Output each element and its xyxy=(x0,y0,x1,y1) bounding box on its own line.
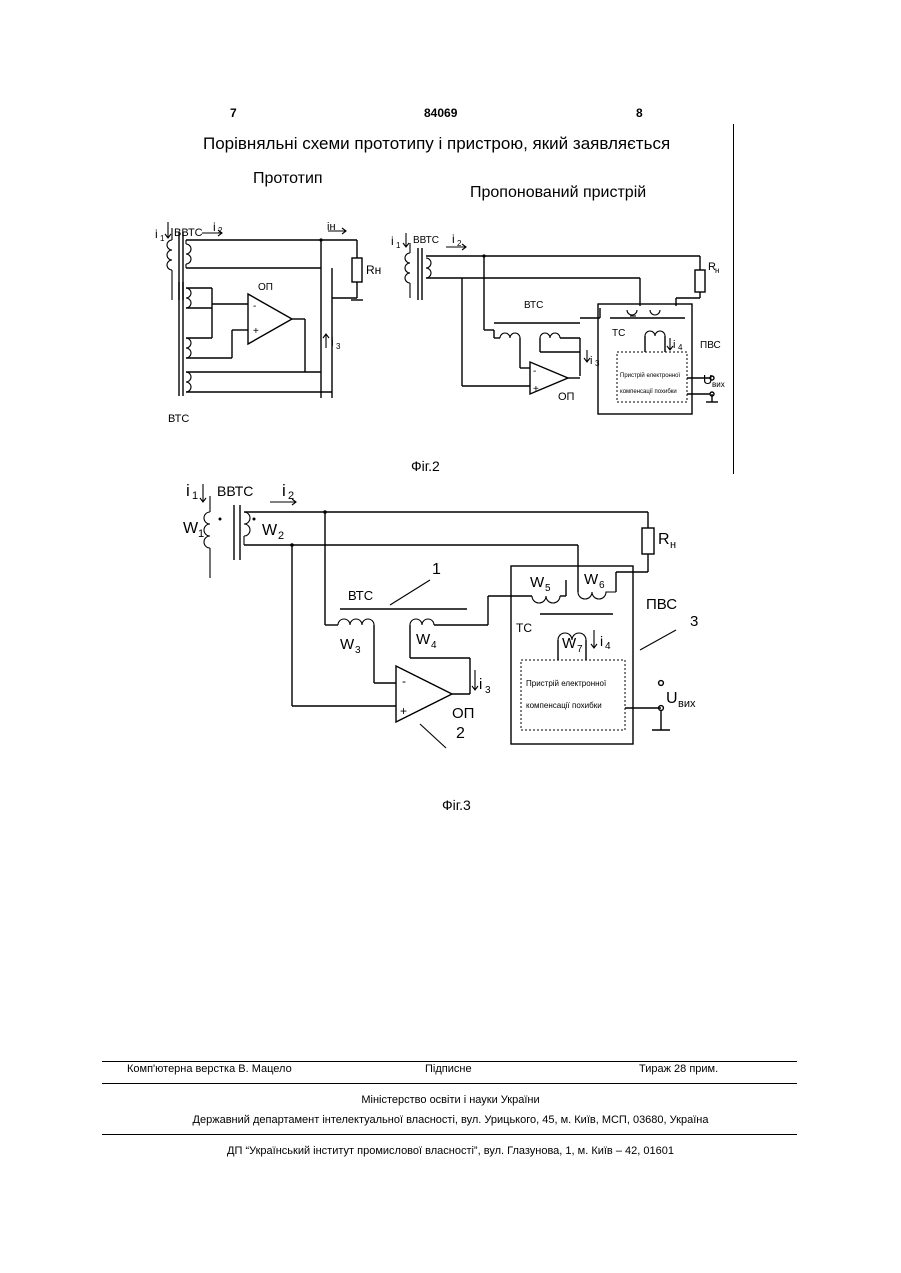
svg-text:1: 1 xyxy=(396,241,401,250)
svg-text:ВТС: ВТС xyxy=(348,588,373,603)
svg-text:1: 1 xyxy=(160,234,165,243)
svg-text:4: 4 xyxy=(431,640,437,651)
svg-text:Пристрій електронної: Пристрій електронної xyxy=(620,372,680,379)
svg-text:W: W xyxy=(584,571,599,588)
svg-text:W: W xyxy=(416,631,431,648)
svg-text:ТС: ТС xyxy=(612,328,625,339)
svg-text:ОП: ОП xyxy=(558,391,575,403)
svg-text:н: н xyxy=(670,539,676,551)
footer-department: Державний департамент інтелектуальної вл… xyxy=(0,1114,901,1126)
svg-text:i: i xyxy=(600,633,603,649)
svg-text:W: W xyxy=(562,635,577,652)
svg-text:iн: iн xyxy=(327,221,336,233)
svg-text:i: i xyxy=(282,481,286,500)
svg-text:4: 4 xyxy=(678,343,683,352)
svg-text:вих: вих xyxy=(712,380,725,389)
prototype-labels: i 1 ВВТС i 2 iн Rн ОП - + i 3 ВТС xyxy=(155,220,381,425)
svg-text:i: i xyxy=(479,676,482,693)
footer-rule-top xyxy=(102,1061,797,1062)
svg-text:компенсації похибки: компенсації похибки xyxy=(620,389,677,395)
svg-text:вих: вих xyxy=(678,698,696,710)
svg-text:ПВС: ПВС xyxy=(700,340,721,351)
svg-text:н: н xyxy=(715,266,719,275)
svg-text:ПВС: ПВС xyxy=(646,596,677,613)
svg-text:3: 3 xyxy=(336,342,341,351)
svg-text:U: U xyxy=(703,372,712,387)
svg-text:3: 3 xyxy=(485,685,491,696)
svg-text:W: W xyxy=(262,522,278,539)
svg-text:-: - xyxy=(253,301,256,312)
svg-text:W: W xyxy=(183,520,199,537)
svg-text:6: 6 xyxy=(599,580,605,591)
prototype-schematic xyxy=(165,222,363,398)
footer-signed: Підписне xyxy=(425,1063,472,1075)
svg-text:2: 2 xyxy=(456,725,465,742)
svg-text:1: 1 xyxy=(198,528,204,540)
svg-text:ВТС: ВТС xyxy=(524,300,543,311)
svg-text:3: 3 xyxy=(355,645,361,656)
svg-text:компенсації похибки: компенсації похибки xyxy=(526,701,602,710)
svg-text:-: - xyxy=(402,674,406,688)
svg-text:+: + xyxy=(400,704,407,718)
footer-rule-bottom xyxy=(102,1134,797,1135)
svg-text:1: 1 xyxy=(432,561,441,578)
footer-rule-middle xyxy=(102,1083,797,1084)
svg-text:2: 2 xyxy=(457,239,462,248)
svg-text:ОП: ОП xyxy=(258,282,273,293)
footer-layout: Комп'ютерна верстка В. Мацело xyxy=(127,1063,292,1075)
svg-text:ВВТС: ВВТС xyxy=(217,483,253,499)
fig2-caption: Фіг.2 xyxy=(411,458,440,474)
svg-text:+: + xyxy=(533,384,539,395)
svg-text:3: 3 xyxy=(690,613,698,630)
svg-text:i: i xyxy=(186,481,190,500)
footer-circulation: Тираж 28 прим. xyxy=(639,1063,718,1075)
fig3-labels: i 1 ВВТС i 2 W 1 W 2 R н 1 ВТС W 5 W 6 П… xyxy=(183,481,698,742)
svg-text:ВВТС: ВВТС xyxy=(413,235,439,246)
svg-text:Rн: Rн xyxy=(366,263,381,277)
proposed-schematic xyxy=(403,233,718,414)
svg-text:3: 3 xyxy=(595,359,600,368)
fig3-caption: Фіг.3 xyxy=(442,797,471,813)
svg-text:ВТС: ВТС xyxy=(168,413,189,425)
svg-text:ОП: ОП xyxy=(452,705,474,722)
svg-text:i: i xyxy=(155,227,158,241)
svg-text:-: - xyxy=(533,366,536,377)
svg-text:Пристрій електронної: Пристрій електронної xyxy=(526,679,607,688)
svg-text:4: 4 xyxy=(605,641,611,652)
svg-text:1: 1 xyxy=(192,490,198,502)
svg-text:2: 2 xyxy=(218,226,223,235)
svg-text:U: U xyxy=(666,690,678,707)
svg-text:+: + xyxy=(253,326,259,337)
footer-ministry: Міністерство освіти і науки України xyxy=(0,1094,901,1106)
footer-institute: ДП “Український інститут промислової вла… xyxy=(0,1145,901,1157)
svg-text:R: R xyxy=(658,531,670,548)
svg-text:i: i xyxy=(590,355,592,367)
svg-text:ВВТС: ВВТС xyxy=(174,227,203,239)
svg-text:2: 2 xyxy=(278,530,284,542)
svg-text:i: i xyxy=(331,335,334,349)
svg-text:i: i xyxy=(452,232,455,246)
svg-text:5: 5 xyxy=(545,583,551,594)
svg-text:2: 2 xyxy=(288,490,294,502)
svg-text:i: i xyxy=(391,234,394,248)
svg-text:ТС: ТС xyxy=(516,621,532,635)
svg-text:W: W xyxy=(530,574,545,591)
svg-text:i: i xyxy=(213,220,216,234)
svg-text:7: 7 xyxy=(577,644,583,655)
svg-text:i: i xyxy=(673,339,675,351)
svg-text:W: W xyxy=(340,636,355,653)
